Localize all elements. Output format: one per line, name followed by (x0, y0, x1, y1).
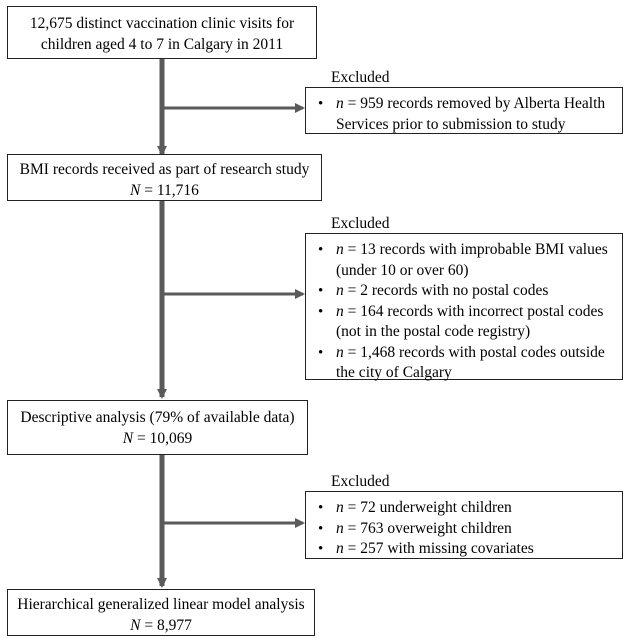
descriptive-box: Descriptive analysis (79% of available d… (7, 400, 308, 455)
descriptive-count: N = 10,069 (122, 430, 193, 447)
descriptive-line-1: Descriptive analysis (79% of available d… (20, 409, 295, 426)
exclusion-2-item-4: n = 1,468 records with postal codes outs… (314, 343, 614, 384)
exclusion-3-item-2: n = 763 overweight children (314, 519, 614, 540)
exclusion-2-item-2: n = 2 records with no postal codes (314, 281, 614, 302)
start-box: 12,675 distinct vaccination clinic visit… (7, 6, 317, 59)
final-count: N = 8,977 (130, 617, 192, 634)
exclusion-3-item-3: n = 257 with missing covariates (314, 539, 614, 560)
exclusion-1-box: n = 959 records removed by Alberta Healt… (305, 87, 623, 134)
exclusion-3-title: Excluded (331, 473, 390, 490)
exclusion-2-item-1: n = 13 records with improbable BMI value… (314, 240, 614, 281)
start-line-1: 12,675 distinct vaccination clinic visit… (29, 15, 295, 32)
final-box: Hierarchical generalized linear model an… (7, 589, 315, 636)
final-line-1: Hierarchical generalized linear model an… (17, 596, 305, 613)
exclusion-1-item-1: n = 959 records removed by Alberta Healt… (314, 94, 614, 135)
exclusion-2-title: Excluded (331, 215, 390, 232)
exclusion-3-box: n = 72 underweight children n = 763 over… (305, 491, 623, 559)
exclusion-3-item-1: n = 72 underweight children (314, 498, 614, 519)
received-box: BMI records received as part of research… (7, 154, 322, 201)
exclusion-1-title: Excluded (331, 69, 390, 86)
exclusion-2-box: n = 13 records with improbable BMI value… (305, 233, 623, 381)
start-line-2: children aged 4 to 7 in Calgary in 2011 (40, 36, 284, 53)
received-count: N = 11,716 (130, 182, 199, 199)
exclusion-2-item-3: n = 164 records with incorrect postal co… (314, 302, 614, 343)
received-line-1: BMI records received as part of research… (19, 161, 310, 178)
